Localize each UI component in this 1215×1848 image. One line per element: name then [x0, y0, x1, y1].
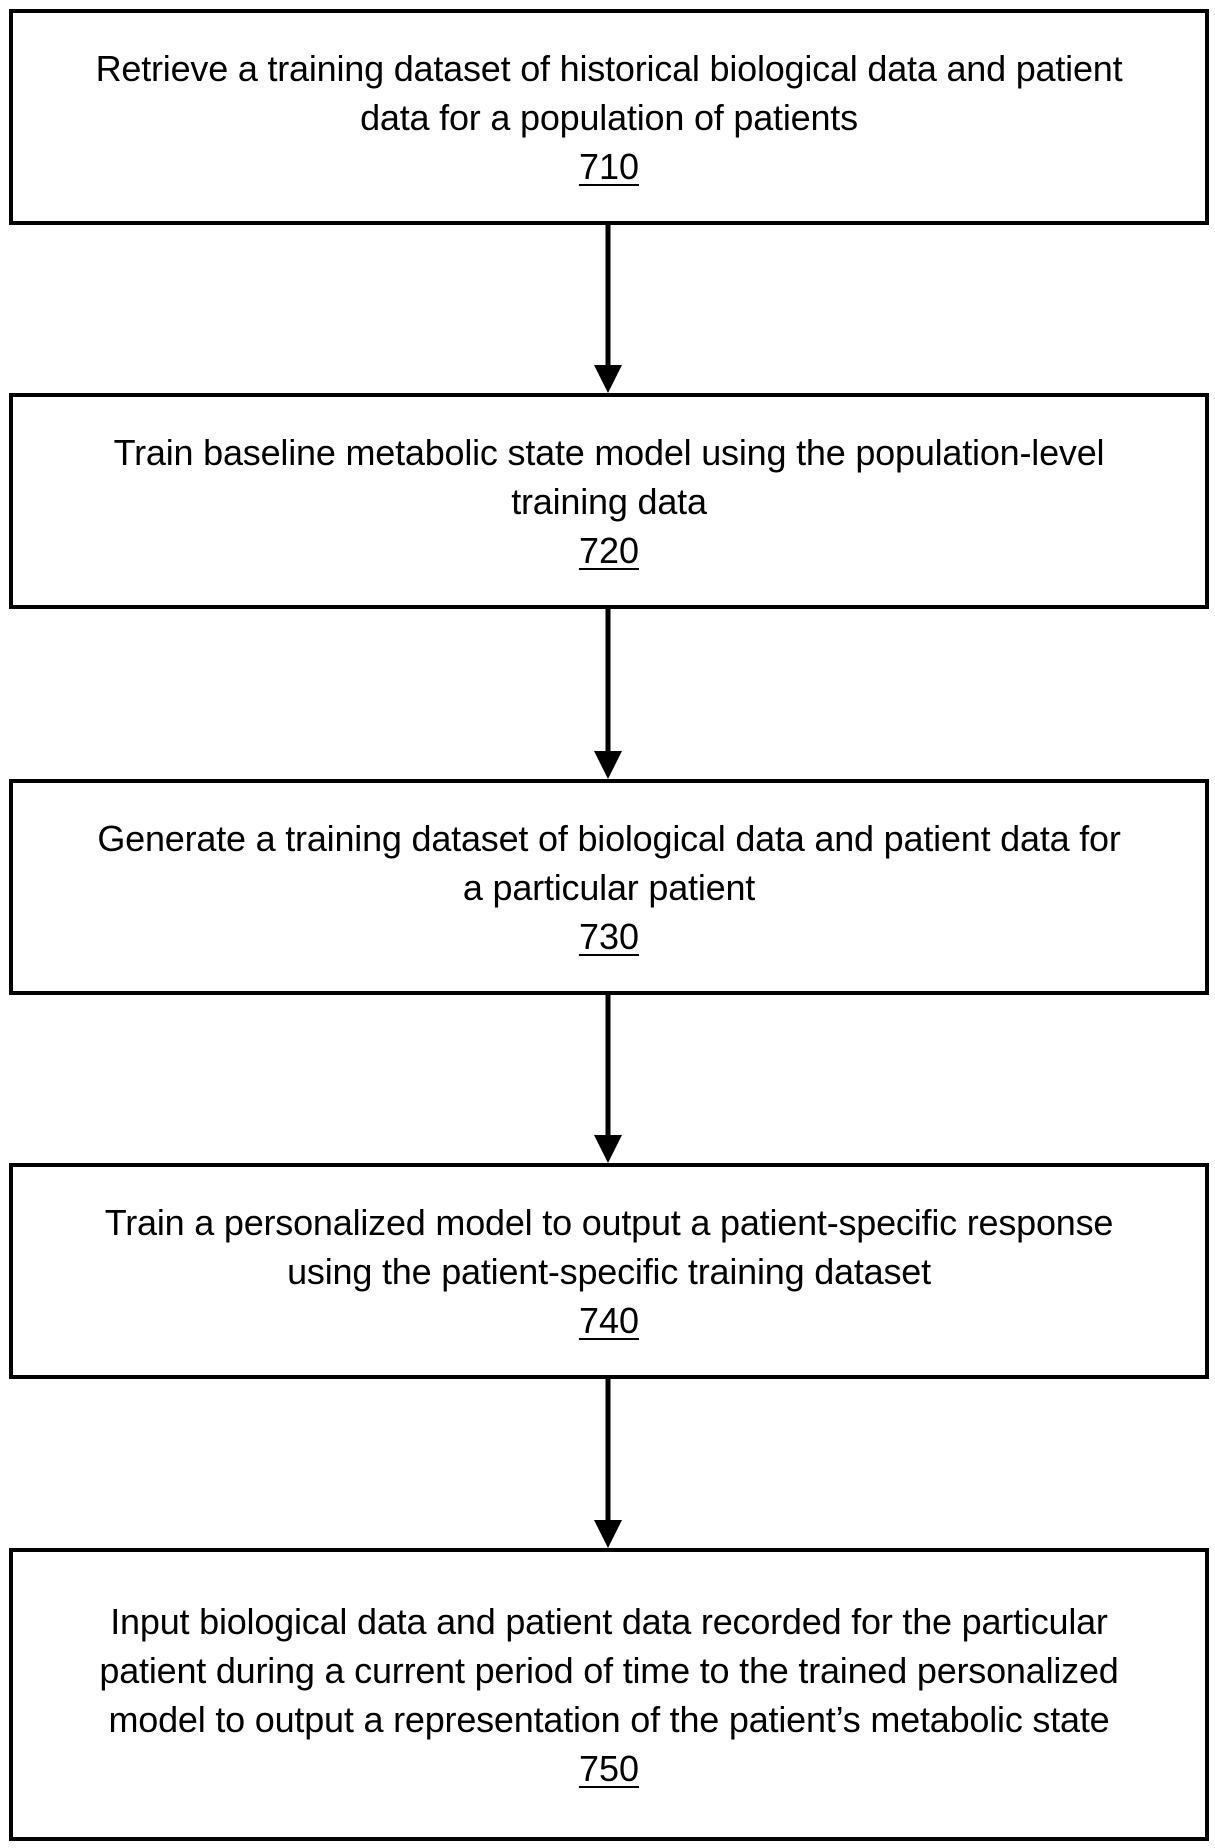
step-box-720: Train baseline metabolic state model usi… [9, 393, 1209, 609]
step-text-720: Train baseline metabolic state model usi… [113, 431, 1105, 522]
step-ref-720: 720 [578, 529, 640, 571]
step-box-750: Input biological data and patient data r… [9, 1548, 1209, 1841]
step-ref-710: 710 [578, 145, 640, 187]
step-box-710: Retrieve a training dataset of historica… [9, 9, 1209, 225]
step-text-710: Retrieve a training dataset of historica… [95, 47, 1123, 138]
arrow-730-to-740 [594, 995, 622, 1163]
step-ref-730: 730 [578, 915, 640, 957]
step-box-740: Train a personalized model to output a p… [9, 1163, 1209, 1379]
step-ref-750: 750 [578, 1747, 640, 1789]
step-text-750: Input biological data and patient data r… [99, 1600, 1119, 1740]
step-text-740: Train a personalized model to output a p… [104, 1201, 1114, 1292]
step-text-730: Generate a training dataset of biologica… [97, 817, 1121, 908]
step-box-730: Generate a training dataset of biologica… [9, 779, 1209, 995]
arrow-740-to-750 [594, 1379, 622, 1548]
arrow-710-to-720 [594, 225, 622, 393]
arrow-720-to-730 [594, 609, 622, 779]
step-ref-740: 740 [578, 1299, 640, 1341]
